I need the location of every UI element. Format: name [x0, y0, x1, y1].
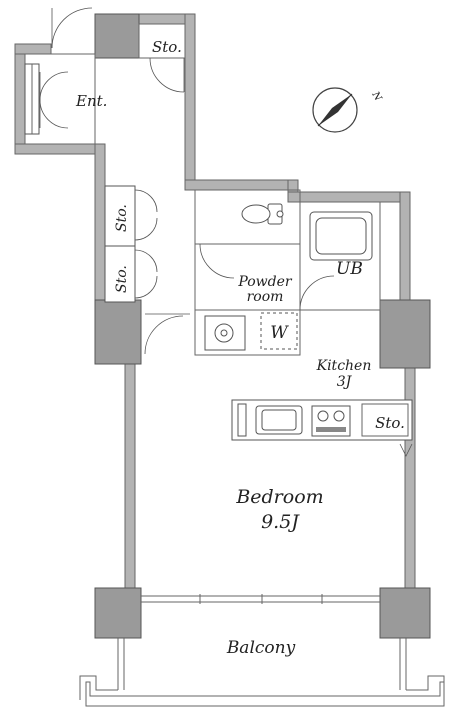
kitchen-counter [231, 399, 413, 457]
north-compass [312, 87, 358, 133]
label-powder-room-1: Powder [237, 274, 293, 290]
sink-icon [204, 315, 246, 351]
pillar-left-mid [94, 299, 142, 365]
pillar-bottom-left [94, 587, 142, 639]
washer-space [260, 312, 298, 350]
stove-icon [311, 405, 351, 437]
label-bedroom-size: 9.5J [261, 511, 300, 533]
label-kitchen-size: 3J [337, 374, 353, 390]
toilet-icon [241, 203, 284, 225]
pillar-bottom-right [379, 587, 431, 639]
label-entrance: Ent. [75, 92, 107, 110]
label-storage-top: Sto. [152, 38, 182, 56]
pillar-top-corridor [94, 13, 140, 59]
unit-bath [299, 201, 381, 311]
pillars [94, 13, 431, 639]
label-powder-room-2: room [247, 289, 284, 305]
label-unit-bath: UB [336, 259, 363, 279]
corridor-closets [104, 185, 190, 355]
powder-room [194, 189, 301, 356]
pillar-right-mid [379, 299, 431, 369]
label-balcony: Balcony [226, 638, 296, 658]
label-storage-kitchen: Sto. [375, 414, 405, 432]
label-bedroom: Bedroom [235, 486, 323, 508]
kitchen-sink-icon [255, 405, 303, 435]
storage-top [138, 23, 186, 93]
label-storage-mid: Sto. [114, 204, 130, 232]
label-washer: W [270, 323, 289, 343]
balcony-area [79, 594, 445, 707]
label-north: N [369, 89, 384, 104]
label-kitchen: Kitchen [316, 358, 372, 374]
label-storage-low: Sto. [114, 265, 130, 293]
entrance-area [24, 7, 96, 145]
